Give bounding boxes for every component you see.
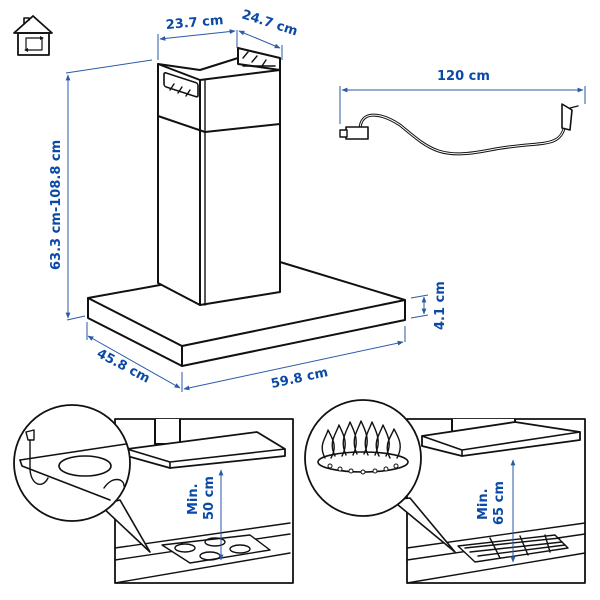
canopy-depth-label: 45.8 cm <box>94 346 152 386</box>
gas-hob-min-distance-label: 65 cm <box>492 481 507 525</box>
dimension-lines <box>65 29 586 392</box>
canopy-width-label: 59.8 cm <box>270 365 330 392</box>
cooker-hood-illustration <box>87 47 406 367</box>
electric-hob-min-distance-label: 50 cm <box>202 476 217 520</box>
canopy-thickness-label: 4.1 cm <box>433 281 448 330</box>
height-range-label: 63.3 cm-108.8 cm <box>49 140 64 270</box>
power-cord-illustration <box>339 103 579 156</box>
gas-hob-installation-panel: Min. 65 cm <box>304 399 586 584</box>
indoor-use-house-icon <box>13 15 53 56</box>
gas-flame-icon <box>321 420 401 459</box>
gas-hob-min-label: Min. <box>476 488 491 520</box>
electric-hob-installation-panel: Min. 50 cm <box>13 404 294 584</box>
cord-length-label: 120 cm <box>437 69 490 84</box>
electric-hob-min-label: Min. <box>186 483 201 515</box>
chimney-width-label: 23.7 cm <box>165 13 224 33</box>
